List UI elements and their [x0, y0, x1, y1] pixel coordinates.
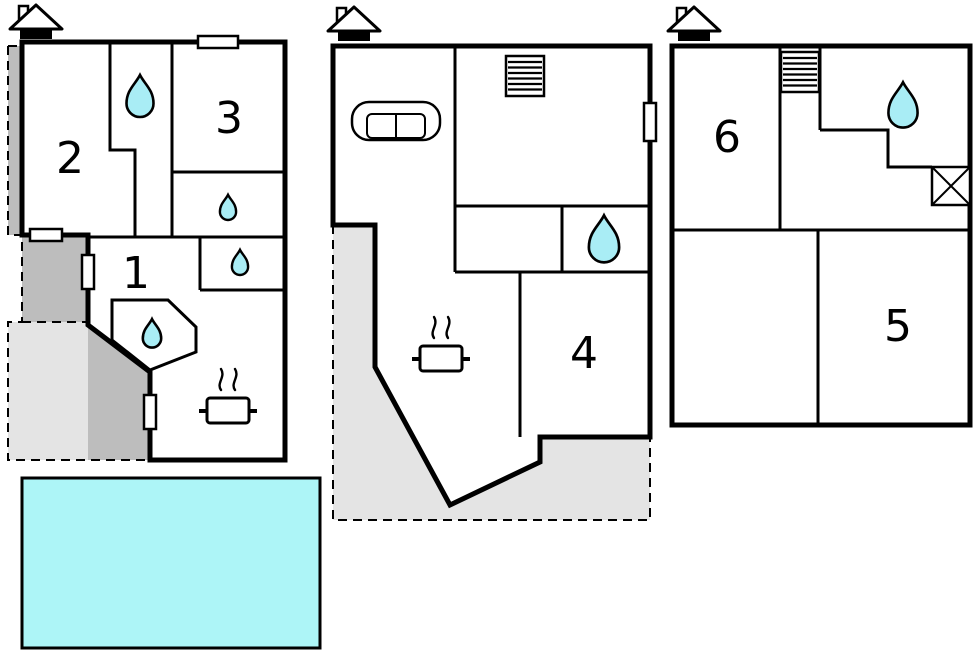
- swimming-pool: [20, 476, 322, 650]
- interior-walls: [453, 46, 650, 437]
- window-marker: [642, 101, 658, 143]
- terrace-boundary-dashed: [7, 45, 150, 461]
- terrace-boundary-dashed: [332, 225, 651, 521]
- exterior-wall: [330, 43, 653, 509]
- exterior-wall: [669, 43, 973, 428]
- window-marker: [80, 253, 96, 291]
- room-5-label: 5: [884, 301, 912, 352]
- terrace-area: [88, 325, 150, 460]
- window-marker: [28, 227, 64, 243]
- room-1-label: 1: [122, 248, 150, 299]
- stairs-icon: [504, 54, 546, 98]
- floorplan-level-2: 4: [326, 5, 658, 521]
- sofa-icon: [350, 100, 442, 142]
- floorplan-level-3: 6 5: [666, 5, 973, 428]
- floorplan-level-1: 2 3 1: [7, 3, 288, 463]
- interior-walls: [88, 42, 285, 292]
- shower-cross: [931, 166, 971, 206]
- terrace-area: [8, 46, 22, 235]
- terrace-area: [22, 235, 88, 323]
- window-marker: [142, 393, 158, 431]
- room-3-label: 3: [215, 93, 243, 144]
- room-4-label: 4: [570, 328, 598, 379]
- room-6-label: 6: [713, 112, 741, 163]
- terrace-area: [333, 225, 650, 520]
- room-2-label: 2: [56, 133, 84, 184]
- stairs-icon: [779, 50, 821, 94]
- window-marker: [196, 34, 240, 50]
- terrace-area: [8, 322, 88, 460]
